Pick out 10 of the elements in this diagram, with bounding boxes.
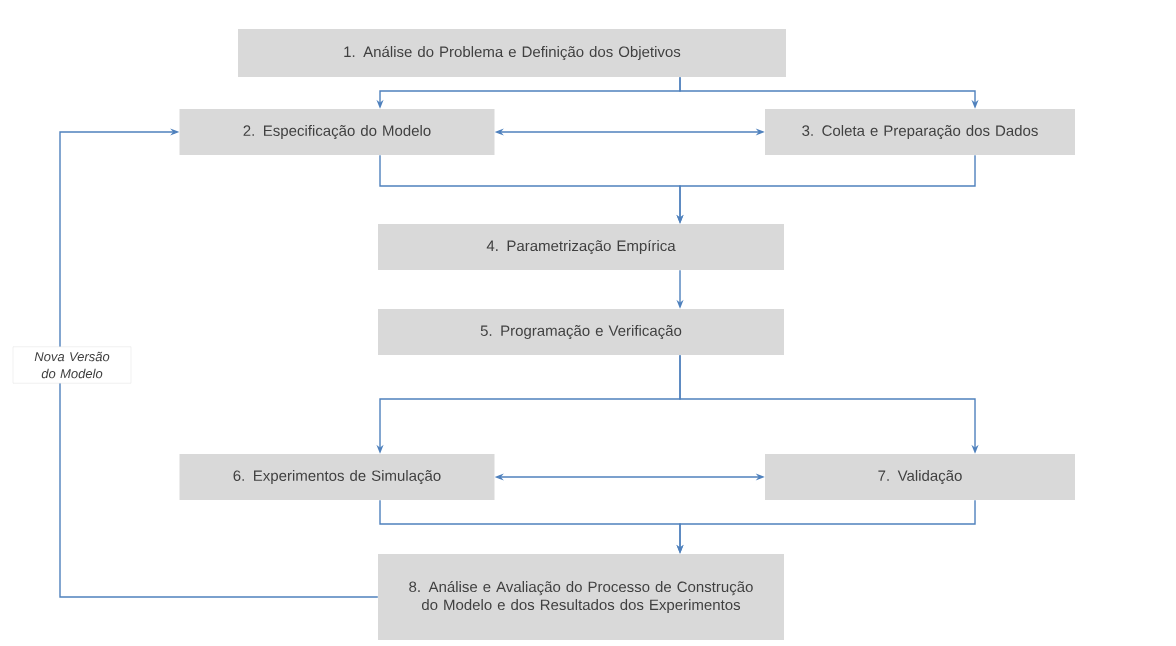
process-box: 4. Parametrização Empírica xyxy=(378,224,784,270)
edge-label: Nova Versão do Modelo xyxy=(12,346,132,384)
process-box: 6. Experimentos de Simulação xyxy=(179,454,495,500)
process-box: 8. Análise e Avaliação do Processo de Construção do Modelo e dos Resultados dos Experimentos xyxy=(378,554,784,640)
process-box: 2. Especificação do Modelo xyxy=(179,109,495,155)
process-box: 1. Análise do Problema e Definição dos Objetivos xyxy=(238,29,786,77)
arrow xyxy=(59,128,379,598)
process-box: 7. Validação xyxy=(765,454,1075,500)
process-box: 3. Coleta e Preparação dos Dados xyxy=(765,109,1075,155)
process-box: 5. Programação e Verificação xyxy=(378,309,784,355)
